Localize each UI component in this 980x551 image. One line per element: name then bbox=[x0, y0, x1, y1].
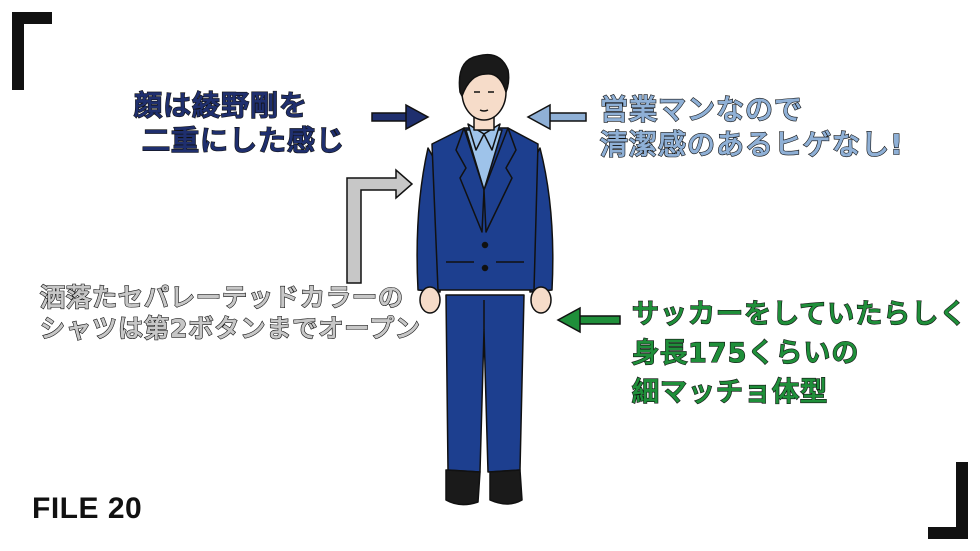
face-note: 顔は綾野剛を 二重にした感じ bbox=[133, 88, 346, 158]
face-note-line-2: 二重にした感じ bbox=[141, 123, 346, 157]
beard-note-line-2: 清潔感のあるヒゲなし! bbox=[599, 127, 904, 161]
figure bbox=[416, 53, 554, 506]
arrow-from-beard-note bbox=[526, 103, 587, 131]
file-label: FILE 20 bbox=[32, 492, 143, 525]
corner-bracket-bottom-right-vertical bbox=[956, 462, 968, 539]
shirt-note: 洒落たセパレーテッドカラーの シャツは第2ボタンまでオープン bbox=[39, 282, 421, 345]
beard-note: 営業マンなので 清潔感のあるヒゲなし! bbox=[599, 92, 904, 162]
arrow-to-face bbox=[371, 103, 430, 131]
beard-note-line-1: 営業マンなので bbox=[599, 92, 804, 126]
arrow-from-body-note bbox=[556, 306, 621, 334]
face-note-line-1: 顔は綾野剛を bbox=[133, 88, 309, 122]
arrow-to-collar bbox=[346, 168, 414, 284]
shirt-note-line-1: 洒落たセパレーテッドカラーの bbox=[39, 282, 405, 312]
shirt-note-line-2: シャツは第2ボタンまでオープン bbox=[39, 314, 421, 344]
body-note-line-1: サッカーをしていたらしく bbox=[631, 298, 968, 330]
corner-bracket-top-left-vertical bbox=[12, 12, 24, 90]
body-note-line-2: 身長175くらいの bbox=[631, 338, 860, 370]
body-note-line-3: 細マッチョ体型 bbox=[631, 377, 828, 409]
body-note: サッカーをしていたらしく 身長175くらいの 細マッチョ体型 bbox=[631, 295, 968, 412]
